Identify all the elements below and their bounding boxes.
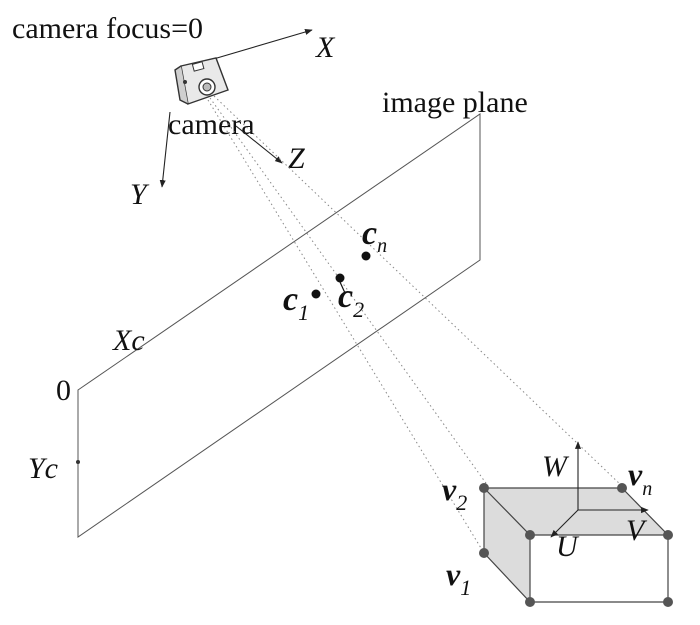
object-u-axis: [550, 509, 579, 538]
vertex-v1-label: v1: [446, 556, 471, 600]
image-plane-origin-label: 0: [56, 374, 71, 407]
object-u-label: U: [556, 530, 580, 563]
camera-focus-label: camera focus=0: [12, 12, 203, 45]
object-v-label: V: [626, 514, 648, 547]
camera-z-axis-label: Z: [288, 142, 305, 175]
camera-y-axis-label: Y: [130, 178, 150, 211]
point-c2-label: c2: [338, 278, 364, 322]
yc-tick-point: [76, 460, 80, 464]
vertex-vn-label: vn: [628, 456, 652, 500]
image-plane: [77, 113, 481, 538]
object-w-label: W: [542, 450, 570, 483]
camera-label: camera: [168, 108, 255, 141]
point-c2: [335, 273, 345, 283]
image-plane-xc-label: Xc: [112, 324, 145, 357]
point-c1-label: c1: [283, 281, 309, 325]
image-plane-yc-label: Yc: [28, 452, 58, 485]
camera-x-axis: [199, 29, 313, 64]
projection-rays: [207, 95, 623, 554]
c2-leader-line: [339, 281, 346, 294]
image-plane-label: image plane: [382, 86, 528, 119]
camera-z-axis: [235, 125, 283, 164]
object-box: [479, 483, 673, 607]
point-cn-label: cn: [362, 215, 387, 257]
camera-x-axis-label: X: [315, 31, 336, 64]
point-cn: [361, 251, 371, 261]
point-c1: [311, 289, 321, 299]
camera-icon: [174, 57, 229, 105]
vertex-v2-label: v2: [442, 471, 467, 515]
camera-y-axis: [159, 111, 171, 188]
